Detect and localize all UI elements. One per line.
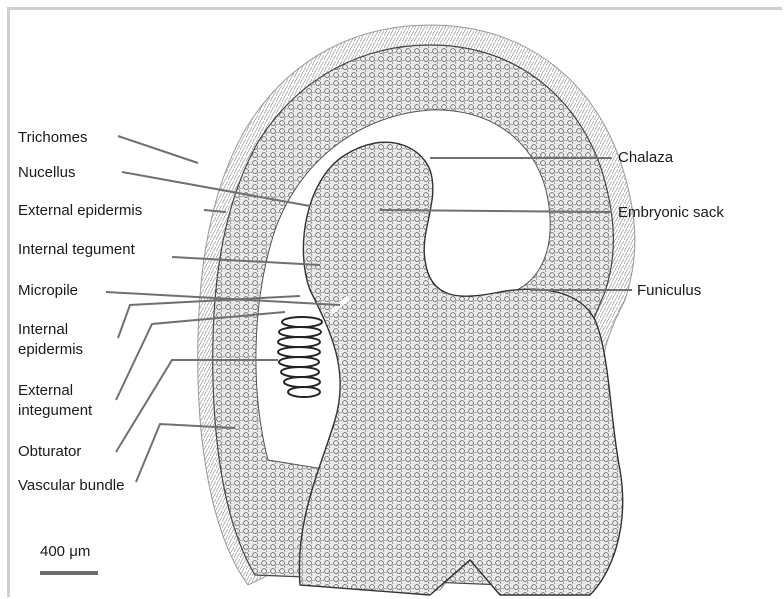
label-nucellus: Nucellus bbox=[18, 163, 76, 182]
label-obturator: Obturator bbox=[18, 442, 81, 461]
label-micropile: Micropile bbox=[18, 281, 78, 300]
label-external-integument-line2: integument bbox=[18, 401, 92, 420]
label-vascular-bundle: Vascular bundle bbox=[18, 476, 124, 495]
label-external-integument-line1: External bbox=[18, 381, 73, 400]
label-funiculus: Funiculus bbox=[637, 281, 701, 300]
label-internal-epidermis-line2: epidermis bbox=[18, 340, 83, 359]
label-trichomes: Trichomes bbox=[18, 128, 87, 147]
label-internal-epidermis-line1: Internal bbox=[18, 320, 68, 339]
label-external-epidermis: External epidermis bbox=[18, 201, 142, 220]
label-chalaza: Chalaza bbox=[618, 148, 673, 167]
leader-trichomes bbox=[118, 136, 198, 163]
label-internal-tegument: Internal tegument bbox=[18, 240, 135, 259]
scale-bar-label: 400 μm bbox=[40, 542, 90, 561]
label-embryonic-sack: Embryonic sack bbox=[618, 203, 724, 222]
